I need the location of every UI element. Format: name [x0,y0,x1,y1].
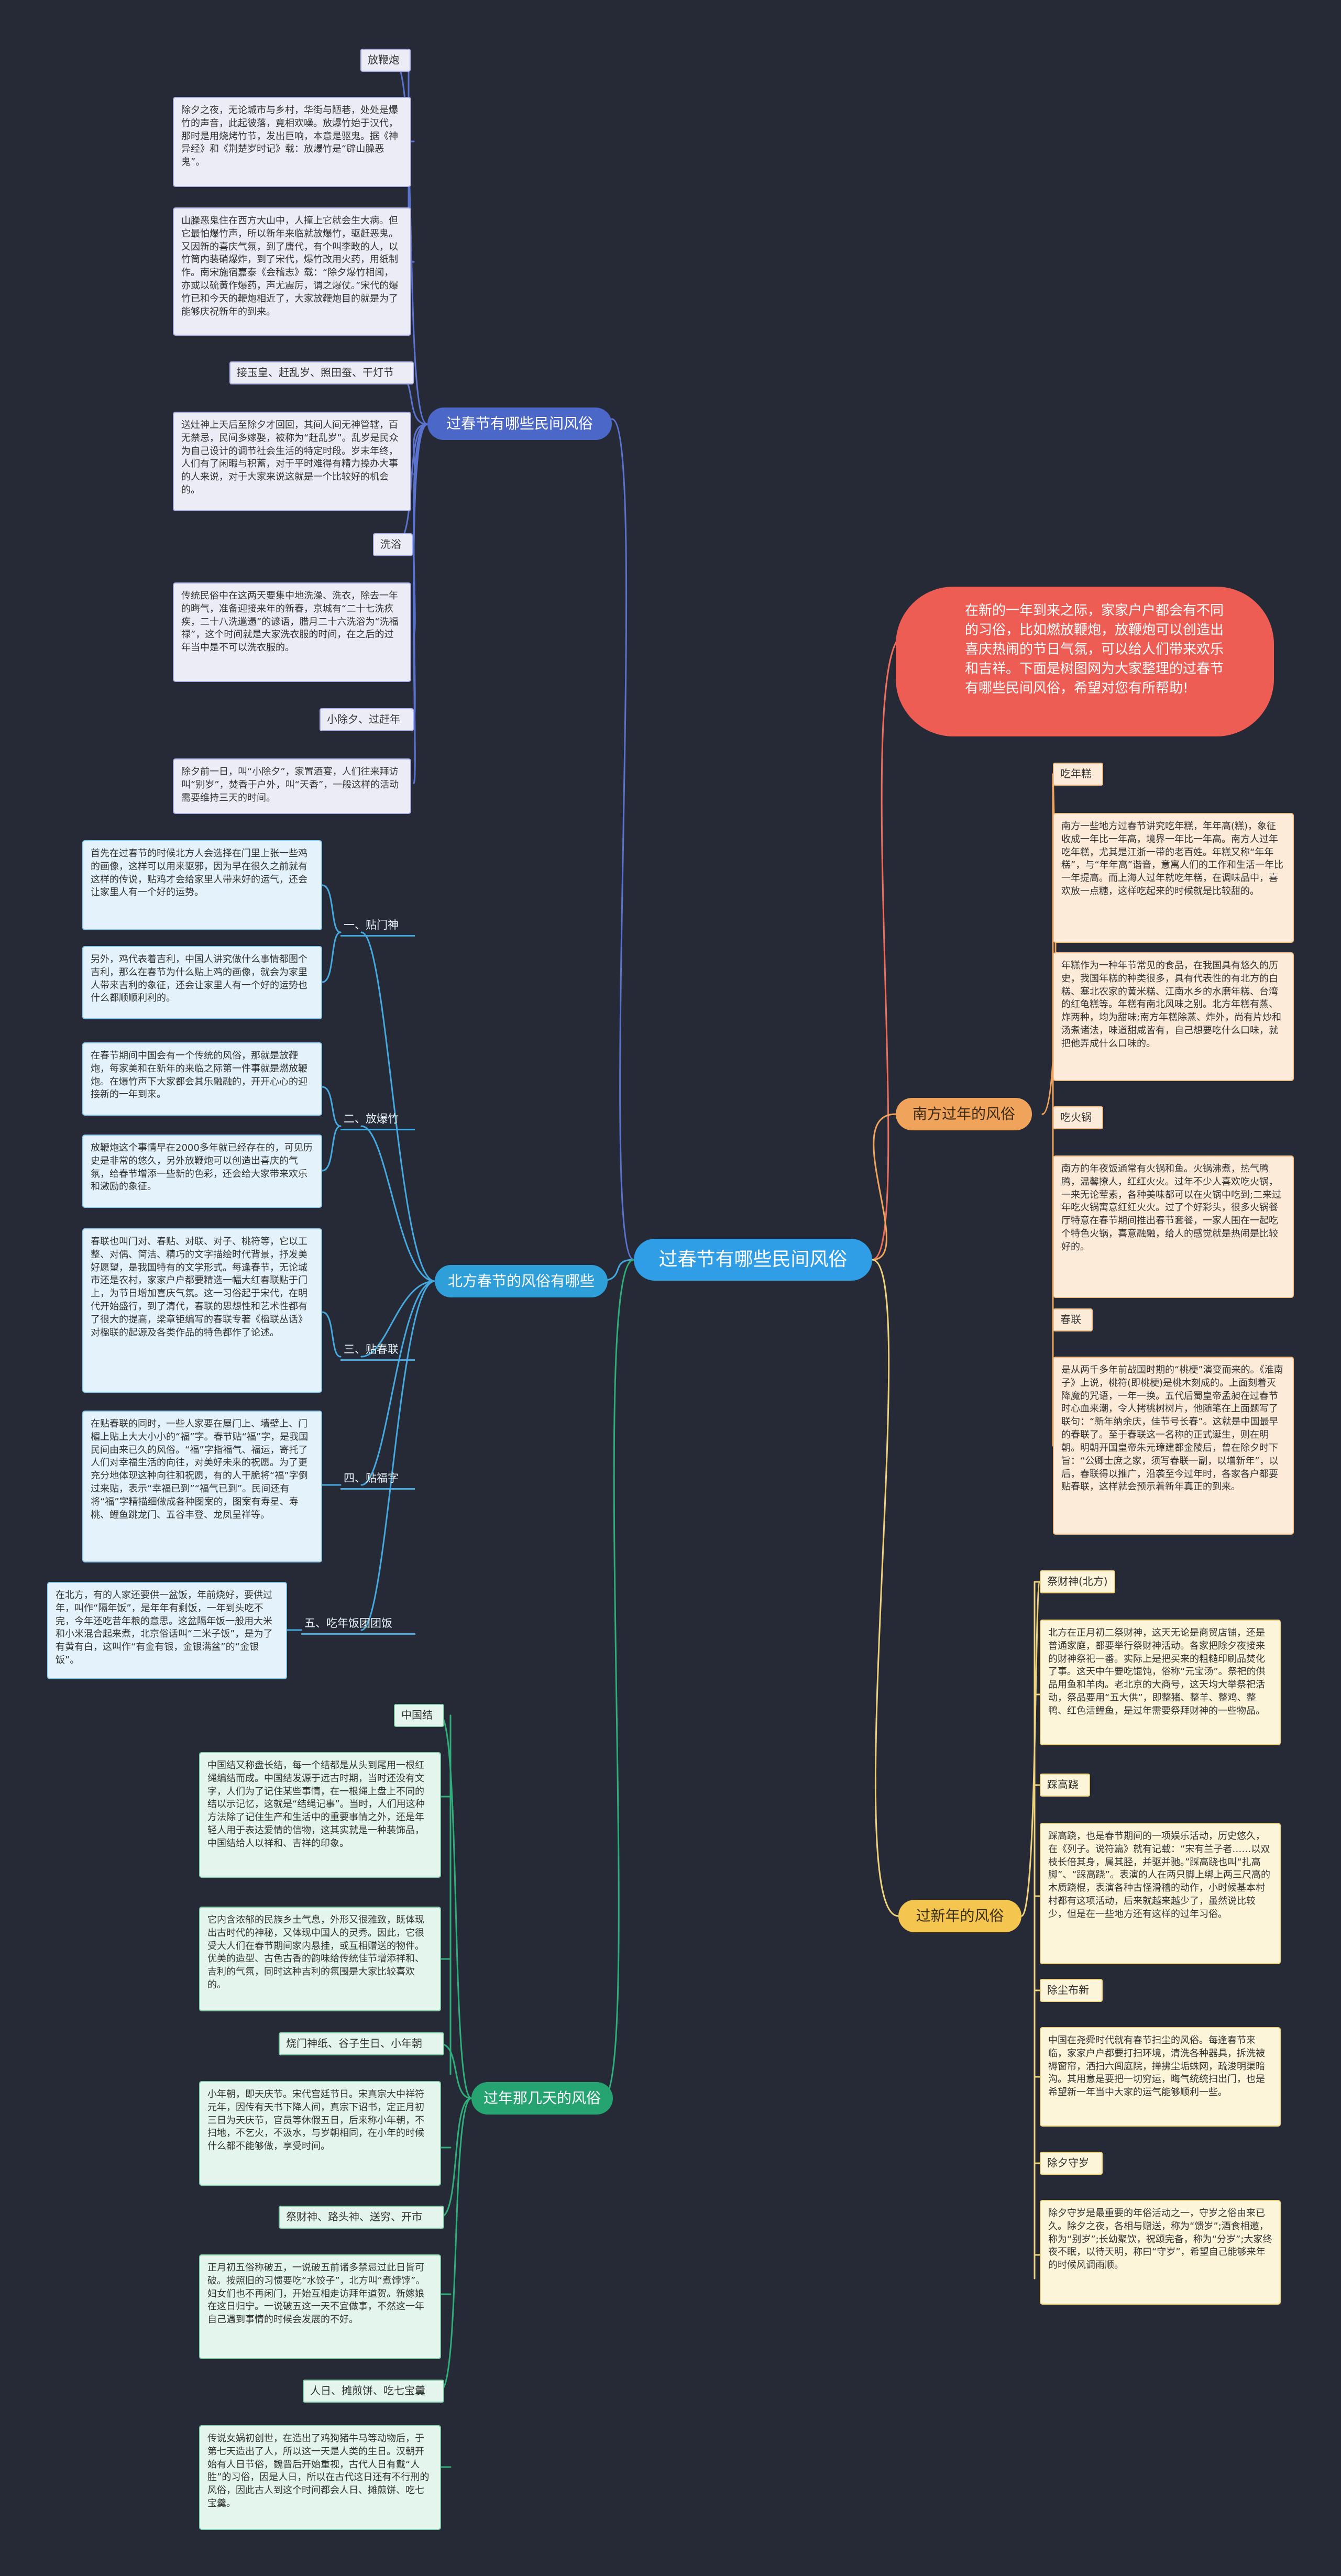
south-t1-text2[interactable]: 年糕作为一种年节常见的食品，在我国具有悠久的历史，我国年糕的种类很多，具有代表性… [1053,952,1294,1081]
days-t4-text[interactable]: 传说女娲初创世，在造出了鸡狗猪牛马等动物后，于第七天造出了人，所以这一天是人类的… [199,2425,441,2530]
north-s1-text1[interactable]: 首先在过春节的时候北方人会选择在门里上张一些鸡的画像，这样可以用来驱邪，因为早在… [82,840,322,930]
intro-bubble[interactable]: 在新的一年到来之际，家家户户都会有不同的习俗，比如燃放鞭炮，放鞭炮可以创造出喜庆… [896,587,1274,736]
north-s2-text1[interactable]: 在春节期间中国会有一个传统的风俗，那就是放鞭炮，每家美和在新年的来临之际第一件事… [82,1042,322,1116]
days-t2-label[interactable]: 烧门神纸、谷子生日、小年朝 [279,2032,444,2055]
north-s4-text[interactable]: 在贴春联的同时，一些人家要在屋门上、墙壁上、门楣上贴上大大小小的“福”字。春节贴… [82,1411,322,1562]
north-s1-label[interactable]: 一、贴门神 [340,918,415,937]
days-t1-text2[interactable]: 它内含浓郁的民族乡土气息，外形又很雅致，既体现出古时代的神秘，又体现中国人的灵秀… [199,1907,441,2011]
customs-xiaochuxi-label[interactable]: 小除夕、过赶年 [320,708,414,731]
days-t4-label[interactable]: 人日、摊煎饼、吃七宝羹 [303,2380,444,2403]
south-t3-label[interactable]: 春联 [1053,1308,1093,1331]
north-s1-text2[interactable]: 另外，鸡代表着吉利，中国人讲究做什么事情都图个吉利，那么在春节为什么贴上鸡的画像… [82,946,322,1019]
north-s5-label[interactable]: 五、吃年饭团团饭 [301,1616,415,1635]
days-t1-label[interactable]: 中国结 [394,1704,444,1727]
north-s3-label[interactable]: 三、贴春联 [340,1342,415,1361]
newyear-t3-label[interactable]: 除尘布新 [1040,1979,1103,2002]
days-t3-text[interactable]: 正月初五俗称破五，一说破五前诸多禁忌过此日皆可破。按照旧的习惯要吃“水饺子”，北… [199,2254,441,2359]
customs-jiezaoshen-text[interactable]: 送灶神上天后至除夕才回回，其间人间无神管辖，百无禁忌，民间多嫁娶，被称为“赶乱岁… [173,412,411,511]
newyear-t3-text[interactable]: 中国在尧舜时代就有春节扫尘的风俗。每逢春节来临，家家户户都要打扫环境，清洗各种器… [1040,2027,1281,2127]
north-s5-text[interactable]: 在北方，有的人家还要供一盆饭，年前烧好，要供过年，叫作“隔年饭”，是年年有剩饭，… [47,1582,287,1679]
newyear-t2-label[interactable]: 踩高跷 [1040,1774,1090,1797]
newyear-t4-text[interactable]: 除夕守岁是最重要的年俗活动之一，守岁之俗由来已久。除夕之夜，各相与赠送，称为“馈… [1040,2200,1281,2305]
branch-south[interactable]: 南方过年的风俗 [896,1098,1032,1130]
north-s3-text[interactable]: 春联也叫门对、春贴、对联、对子、桃符等，它以工整、对偶、简洁、精巧的文字描绘时代… [82,1228,322,1393]
newyear-t1-label[interactable]: 祭财神(北方) [1040,1570,1115,1593]
customs-xiaochuxi-text[interactable]: 除夕前一日，叫“小除夕”，家置酒宴，人们往来拜访叫“别岁”，焚香于户外，叫“天香… [173,758,411,814]
days-t1-text1[interactable]: 中国结又称盘长结，每一个结都是从头到尾用一根红绳编结而成。中国结发源于远古时期，… [199,1752,441,1878]
south-t1-text1[interactable]: 南方一些地方过春节讲究吃年糕，年年高(糕)，象征收成一年比一年高，境界一年比一年… [1053,813,1294,943]
newyear-t1-text[interactable]: 北方在正月初二祭财神，这天无论是商贸店铺，还是普通家庭，都要举行祭财神活动。各家… [1040,1620,1281,1745]
branch-newyear[interactable]: 过新年的风俗 [898,1900,1021,1932]
north-s4-label[interactable]: 四、贴福字 [340,1471,415,1490]
newyear-t4-label[interactable]: 除夕守岁 [1040,2152,1103,2175]
customs-fangbianpao-label[interactable]: 放鞭炮 [360,49,411,72]
north-s2-text2[interactable]: 放鞭炮这个事情早在2000多年就已经存在的，可见历史是非常的悠久，另外放鞭炮可以… [82,1135,322,1208]
customs-xiyu-label[interactable]: 洗浴 [373,533,413,556]
customs-jiezaoshen-label[interactable]: 接玉皇、赶乱岁、照田蚕、干灯节 [229,361,414,384]
root-topic[interactable]: 过春节有哪些民间风俗 [634,1239,872,1281]
days-t2-text[interactable]: 小年朝，即天庆节。宋代宫廷节日。宋真宗大中祥符元年，因传有天书下降人间，真宗下诏… [199,2081,441,2186]
south-t3-text[interactable]: 是从两千多年前战国时期的“桃梗”演变而来的。《淮南子》上说，桃符(即桃梗)是桃木… [1053,1357,1294,1535]
branch-days[interactable]: 过年那几天的风俗 [471,2082,613,2115]
customs-xiyu-text[interactable]: 传统民俗中在这两天要集中地洗澡、洗衣，除去一年的晦气，准备迎接来年的新春，京城有… [173,582,411,682]
south-t1-label[interactable]: 吃年糕 [1053,763,1103,786]
newyear-t2-text[interactable]: 踩高跷，也是春节期间的一项娱乐活动，历史悠久，在《列子。说符篇》就有记载：“宋有… [1040,1823,1281,1964]
south-t2-label[interactable]: 吃火锅 [1053,1106,1103,1129]
branch-north[interactable]: 北方春节的风俗有哪些 [435,1265,608,1297]
days-t3-label[interactable]: 祭财神、路头神、送穷、开市 [279,2206,444,2229]
branch-customs[interactable]: 过春节有哪些民间风俗 [427,408,612,440]
south-t2-text[interactable]: 南方的年夜饭通常有火锅和鱼。火锅沸煮，热气腾腾，温馨撩人，红红火火。过年不少人喜… [1053,1155,1294,1298]
customs-fangbianpao-text1[interactable]: 除夕之夜，无论城市与乡村，华街与陋巷，处处是爆竹的声音，此起彼落，竟相欢噪。放爆… [173,97,411,187]
customs-fangbianpao-text2[interactable]: 山臊恶鬼住在西方大山中，人撞上它就会生大病。但它最怕爆竹声，所以新年来临就放爆竹… [173,207,411,336]
north-s2-label[interactable]: 二、放爆竹 [340,1111,415,1130]
